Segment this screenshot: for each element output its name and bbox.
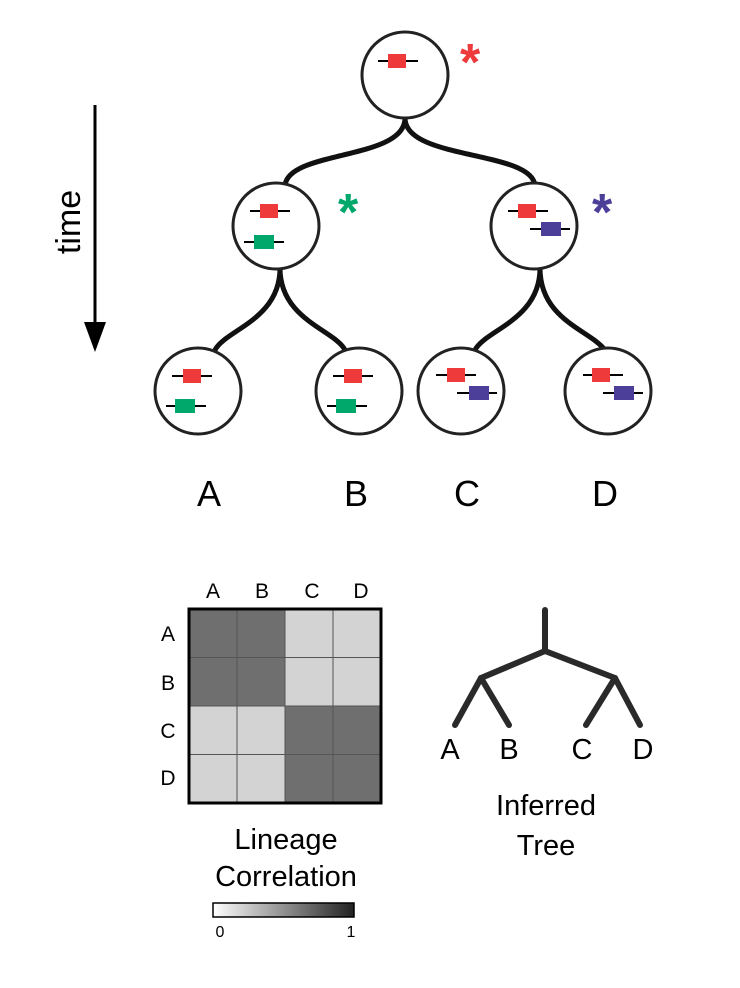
red-marker: [592, 368, 610, 382]
matrix-row-label-d: D: [160, 767, 175, 790]
matrix-cell-d-d: [332, 754, 382, 804]
scale-max-label: 1: [347, 924, 356, 941]
matrix-cell-b-b: [236, 657, 286, 707]
green-marker: [175, 399, 195, 413]
tree-leaf-a: A: [440, 734, 460, 766]
leaf-label-a: A: [197, 473, 221, 514]
tree-title-line2: Tree: [517, 830, 576, 862]
matrix-cell-b-c: [284, 657, 334, 707]
matrix-cell-d-b: [236, 754, 286, 804]
cell-left-middle: [231, 181, 321, 271]
green-star: *: [338, 184, 359, 242]
leaf-label-d: D: [592, 473, 618, 514]
correlation-matrix: [187, 607, 383, 805]
matrix-cell-d-c: [284, 754, 334, 804]
tree-leaf-b: B: [499, 734, 518, 766]
matrix-cell-d-a: [188, 754, 238, 804]
purple-marker: [614, 386, 634, 400]
matrix-col-label-b: B: [255, 580, 269, 603]
leaf-label-b: B: [344, 473, 368, 514]
matrix-col-label-c: C: [304, 580, 319, 603]
root-cell: [360, 30, 450, 120]
time-label: time: [50, 190, 88, 254]
matrix-cell-c-b: [236, 705, 286, 755]
purple-marker: [469, 386, 489, 400]
leaf-cell-b: [314, 346, 404, 436]
lineage-branches: [212, 115, 608, 353]
matrix-cell-c-c: [284, 705, 334, 755]
matrix-cell-c-a: [188, 705, 238, 755]
leaf-cell-c: [416, 346, 506, 436]
matrix-col-label-d: D: [353, 580, 368, 603]
red-marker: [344, 369, 362, 383]
tree-title-line1: Inferred: [496, 790, 596, 822]
leaf-cell-d: [563, 346, 653, 436]
red-marker: [183, 369, 201, 383]
time-arrow: [84, 105, 106, 352]
matrix-row-label-b: B: [161, 672, 175, 695]
scale-min-label: 0: [216, 924, 225, 941]
matrix-title-line2: Correlation: [215, 861, 357, 893]
matrix-cell-b-d: [332, 657, 382, 707]
matrix-col-label-a: A: [206, 580, 220, 603]
matrix-row-label-a: A: [161, 623, 175, 646]
green-marker: [254, 235, 274, 249]
purple-marker: [541, 222, 561, 236]
matrix-cell-a-a: [188, 608, 238, 658]
matrix-cell-b-a: [188, 657, 238, 707]
tree-leaf-d: D: [633, 734, 654, 766]
matrix-cell-a-b: [236, 608, 286, 658]
green-marker: [336, 399, 356, 413]
matrix-cell-a-d: [332, 608, 382, 658]
color-scale-bar: [212, 902, 355, 918]
matrix-row-label-c: C: [160, 720, 175, 743]
red-marker: [260, 204, 278, 218]
leaf-label-c: C: [454, 473, 480, 514]
cell-right-middle: [489, 181, 579, 271]
red-star: *: [460, 34, 481, 92]
inferred-tree: [452, 607, 643, 728]
tree-leaf-c: C: [572, 734, 593, 766]
leaf-cell-a: [153, 346, 243, 436]
red-marker: [518, 204, 536, 218]
matrix-cell-c-d: [332, 705, 382, 755]
red-marker: [388, 54, 406, 68]
matrix-title-line1: Lineage: [234, 824, 337, 856]
purple-star: *: [592, 184, 613, 242]
red-marker: [447, 368, 465, 382]
matrix-cell-a-c: [284, 608, 334, 658]
